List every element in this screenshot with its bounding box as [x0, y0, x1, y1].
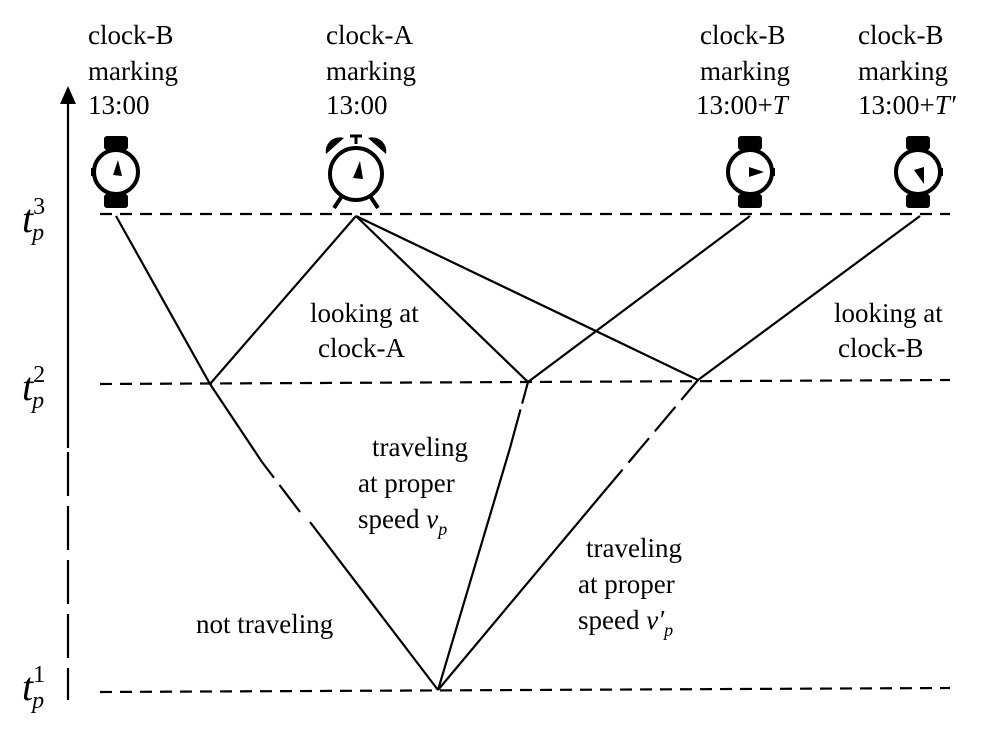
signal-line-a-to-rest [209, 215, 357, 385]
traveling-vp-line3: speed vp [358, 504, 447, 539]
looking-at-clock-a-line2: clock-A [318, 333, 405, 363]
clock-header-4: clock-B marking 13:00+T′ [858, 20, 957, 120]
looking-at-clock-a-line1: looking at [310, 298, 419, 328]
time-axis-arrowhead [60, 86, 76, 104]
traveling-vp-prime-line2: at proper [578, 569, 675, 599]
traveling-vp-prime-line3: speed v′p [578, 605, 673, 640]
world-lines [115, 215, 921, 691]
not-traveling-line-upper [209, 383, 263, 463]
clock-header-1-name: clock-B [88, 20, 173, 50]
clock-header-4-marking: marking [858, 56, 948, 86]
time-level-line-t2 [99, 378, 951, 386]
time-axis [60, 86, 76, 700]
clock-header-2-time: 13:00 [326, 90, 388, 120]
clock-header-3-marking: marking [700, 56, 790, 86]
signal-line-a-to-vp [355, 215, 529, 383]
wristwatch-icon [91, 136, 140, 208]
traveling-vp-line1: traveling [372, 432, 468, 462]
traveling-vp-prime-line-lower [437, 493, 603, 691]
clock-header-1-marking: marking [88, 56, 178, 86]
clock-header-2: clock-A marking 13:00 [326, 20, 416, 120]
wristwatch-icon [726, 136, 775, 208]
traveling-vp-prime-line1: traveling [586, 533, 682, 563]
traveling-vp-line2: at proper [358, 468, 455, 498]
time-level-line-t1 [99, 686, 951, 694]
clock-header-4-time: 13:00+T′ [858, 90, 957, 120]
not-traveling-line-lower [309, 521, 439, 691]
traveling-vp-prime-line-upper [601, 379, 699, 495]
alarm-clock-icon [325, 134, 387, 210]
signal-line-a-to-vp-prime [355, 215, 699, 381]
traveling-vp-line-lower [436, 447, 512, 691]
clock-header-2-name: clock-A [326, 20, 413, 50]
clock-header-3-name: clock-B [700, 20, 785, 50]
signal-line-vp-to-b [527, 215, 751, 383]
traveling-vp-line-upper [508, 381, 530, 449]
wristwatch-icon [894, 136, 943, 208]
not-traveling-line-dashed [261, 461, 301, 513]
not-traveling-label: not traveling [196, 609, 333, 639]
clock-header-2-marking: marking [326, 56, 416, 86]
signal-line-vp-prime-to-b [697, 215, 921, 381]
looking-at-clock-b-line1: looking at [834, 298, 943, 328]
clock-header-1: clock-B marking 13:00 [88, 20, 178, 120]
clock-header-3: clock-B marking 13:00+T [696, 20, 790, 120]
clock-header-3-time: 13:00+T [696, 90, 790, 120]
looking-at-clock-b-line2: clock-B [838, 333, 923, 363]
clock-b-signal-line-left [115, 215, 211, 385]
clock-header-1-time: 13:00 [88, 90, 150, 120]
clock-header-4-name: clock-B [858, 20, 943, 50]
